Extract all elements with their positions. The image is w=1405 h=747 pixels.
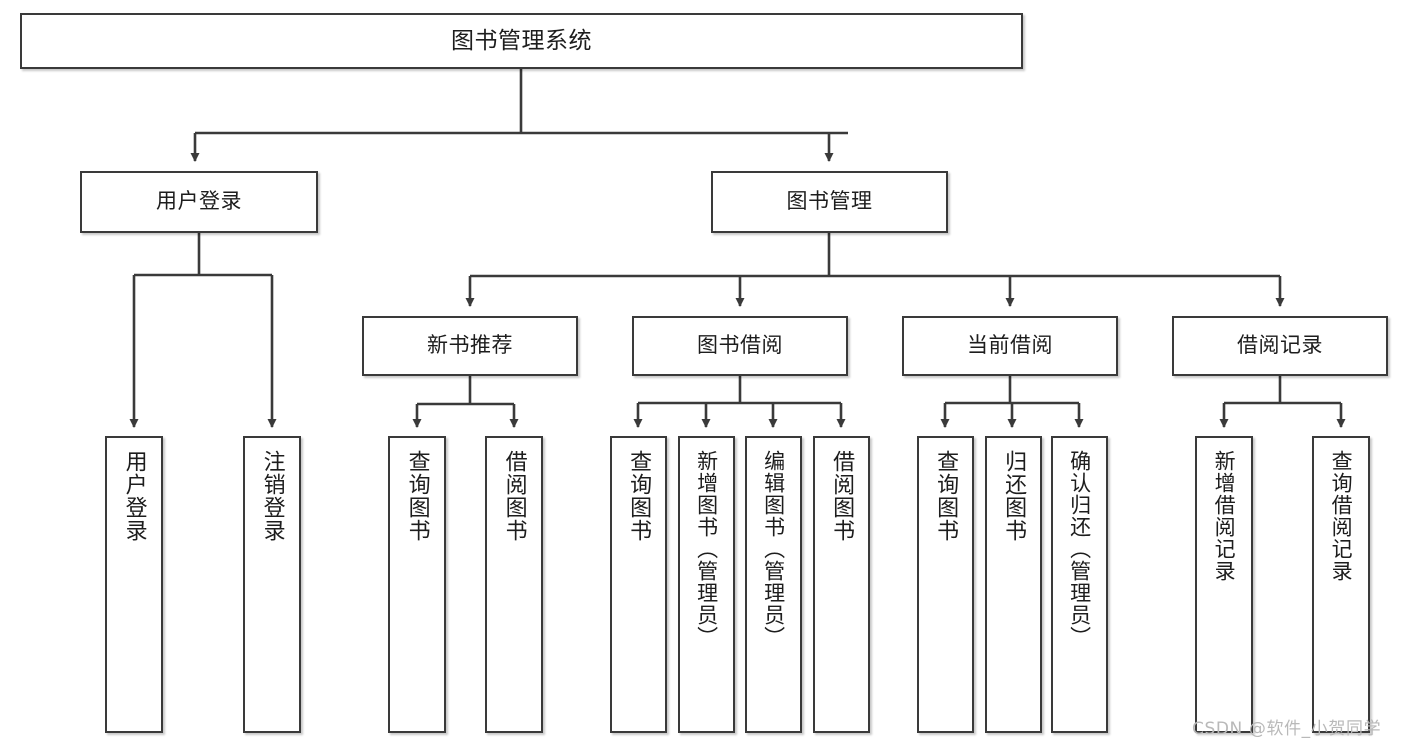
node-user-login[interactable]: 用户登录 [80,171,318,233]
leaf-add-book-admin-label: 新增图书（管理员） [694,450,719,648]
node-current-borrow-label: 当前借阅 [967,333,1053,358]
leaf-query-book-3-label: 查询图书 [933,450,959,542]
leaf-query-book-3[interactable]: 查询图书 [917,436,974,733]
leaf-return-book[interactable]: 归还图书 [985,436,1042,733]
leaf-add-borrow-record[interactable]: 新增借阅记录 [1195,436,1253,733]
node-book-management-label: 图书管理 [786,189,873,214]
leaf-user-login-label: 用户登录 [121,450,147,542]
leaf-borrow-book-1[interactable]: 借阅图书 [485,436,543,733]
node-book-borrow-label: 图书借阅 [697,333,783,358]
leaf-confirm-return-admin[interactable]: 确认归还（管理员） [1051,436,1108,733]
node-user-login-label: 用户登录 [156,189,242,214]
leaf-logout[interactable]: 注销登录 [243,436,301,733]
leaf-edit-book-admin[interactable]: 编辑图书（管理员） [745,436,802,733]
leaf-query-book-1-label: 查询图书 [404,450,430,542]
leaf-borrow-book-2[interactable]: 借阅图书 [813,436,870,733]
leaf-borrow-book-2-label: 借阅图书 [829,450,855,542]
leaf-borrow-book-1-label: 借阅图书 [501,450,527,542]
root-book-management-system[interactable]: 图书管理系统 [20,13,1023,69]
node-new-book-recommend[interactable]: 新书推荐 [362,316,578,376]
leaf-return-book-label: 归还图书 [1001,450,1027,542]
leaf-query-book-2[interactable]: 查询图书 [610,436,667,733]
leaf-edit-book-admin-label: 编辑图书（管理员） [761,450,786,648]
leaf-query-borrow-record[interactable]: 查询借阅记录 [1312,436,1370,733]
leaf-logout-label: 注销登录 [259,450,285,542]
leaf-confirm-return-admin-label: 确认归还（管理员） [1067,450,1092,648]
csdn-watermark: CSDN @软件_小贺同学 [1192,719,1382,739]
leaf-query-book-2-label: 查询图书 [626,450,652,542]
leaf-query-book-1[interactable]: 查询图书 [388,436,446,733]
leaf-user-login[interactable]: 用户登录 [105,436,163,733]
node-book-management[interactable]: 图书管理 [711,171,948,233]
leaf-add-book-admin[interactable]: 新增图书（管理员） [678,436,735,733]
node-borrow-record[interactable]: 借阅记录 [1172,316,1388,376]
node-current-borrow[interactable]: 当前借阅 [902,316,1118,376]
node-new-book-recommend-label: 新书推荐 [427,333,513,358]
node-borrow-record-label: 借阅记录 [1237,333,1323,358]
root-label: 图书管理系统 [451,27,592,54]
leaf-add-borrow-record-label: 新增借阅记录 [1212,450,1237,582]
node-book-borrow[interactable]: 图书借阅 [632,316,848,376]
leaf-query-borrow-record-label: 查询借阅记录 [1329,450,1354,582]
